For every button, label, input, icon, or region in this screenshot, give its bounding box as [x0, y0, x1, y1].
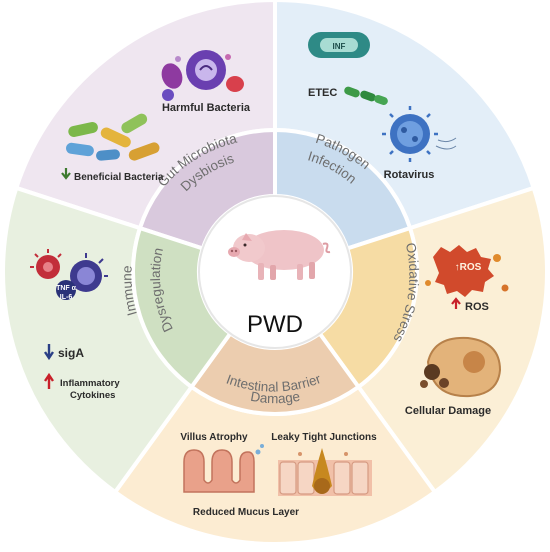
harmful-bacteria-label: Harmful Bacteria	[162, 102, 251, 114]
harmful-bacteria-illustration	[161, 50, 244, 101]
il6-label: IL-6	[60, 294, 73, 301]
villus-illustration	[183, 444, 264, 493]
etec-inf-label: INF	[333, 42, 346, 51]
ros-cloud-label: ↑ROS	[455, 262, 482, 273]
barrier-label-line2: Damage	[249, 389, 301, 407]
center-title: PWD	[247, 311, 303, 338]
bacteria-cluster-icon	[344, 86, 388, 106]
cellular-damage-label: Cellular Damage	[405, 405, 491, 417]
ros-burst-illustration	[425, 245, 509, 297]
arrow-up-icon-cytokines	[44, 372, 54, 389]
ros-label: ROS	[465, 301, 489, 313]
beneficial-bacteria-label: Beneficial Bacteria	[74, 172, 164, 183]
beneficial-bacteria-illustration	[66, 113, 160, 161]
cellular-damage-illustration	[420, 336, 502, 398]
inflammatory-label: Inflammatory	[60, 378, 120, 389]
arrow-down-icon	[61, 168, 71, 180]
villus-atrophy-label: Villus Atrophy	[180, 432, 248, 443]
tnf-label: TNF α	[56, 285, 77, 292]
rotavirus-label: Rotavirus	[384, 169, 435, 181]
leaky-junctions-label: Leaky Tight Junctions	[271, 432, 377, 443]
siga-label: sigA	[58, 346, 84, 360]
tight-junctions-illustration	[278, 448, 372, 496]
cytokines-label: Cytokines	[70, 390, 115, 401]
pig-icon	[228, 230, 331, 280]
arrow-up-icon	[451, 297, 461, 309]
arrow-down-icon-siga	[44, 344, 54, 361]
etec-label: ETEC	[308, 87, 337, 99]
reduced-mucus-label: Reduced Mucus Layer	[193, 507, 299, 518]
etec-bacterium-illustration	[308, 32, 370, 58]
rotavirus-illustration	[382, 106, 457, 162]
immune-cells-illustration	[30, 249, 108, 300]
